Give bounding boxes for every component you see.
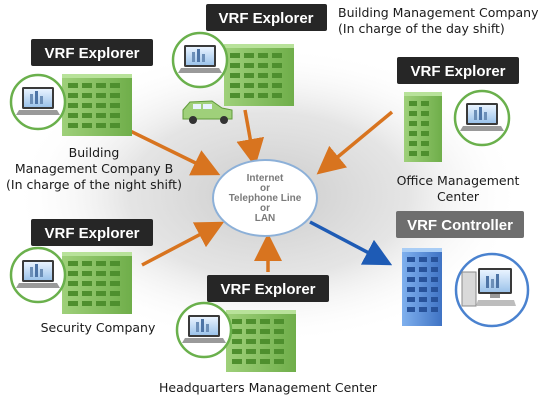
arrow-building-b	[123, 126, 221, 176]
security-laptop-icon	[9, 246, 67, 304]
controller-building-icon	[402, 248, 442, 326]
office-caption-line2: Center	[437, 189, 480, 204]
hub-line-1: Internet	[247, 173, 284, 184]
car-icon	[182, 100, 233, 124]
site-controller: VRF Controller	[396, 211, 530, 328]
controller-badge	[396, 211, 524, 238]
arrow-office	[316, 110, 394, 175]
network-hub: Internet or Telephone Line or LAN	[212, 159, 318, 237]
building-a-caption-line1: Building Management Company A	[338, 5, 540, 20]
headquarters-laptop-icon	[175, 301, 233, 359]
office-caption-line1: Office Management	[397, 173, 520, 188]
building-b-laptop-icon	[9, 73, 67, 131]
site-building-a: VRF Explorer Building Management Company…	[171, 4, 540, 106]
security-caption-line1: Security Company	[41, 320, 156, 335]
headquarters-badge	[207, 275, 329, 302]
site-security: VRF Explorer Security Company	[9, 219, 156, 335]
arrow-security	[141, 221, 225, 267]
building-b-caption-line3: (In charge of the night shift)	[6, 177, 182, 192]
office-badge	[397, 57, 519, 84]
building-b-badge-label: VRF Explorer	[44, 45, 139, 62]
building-b-badge	[31, 39, 153, 66]
hub-line-4: or	[260, 203, 270, 214]
building-b-icon	[62, 74, 132, 136]
hub-ellipse	[212, 159, 318, 237]
security-badge-label: VRF Explorer	[44, 225, 139, 242]
site-headquarters: VRF Explorer Headquarters Management Cen…	[159, 275, 378, 395]
office-badge-label: VRF Explorer	[410, 63, 505, 80]
hub-line-2: or	[260, 183, 270, 194]
controller-badge-label: VRF Controller	[407, 217, 513, 234]
building-a-caption-line2: (In charge of the day shift)	[338, 21, 505, 36]
building-a-laptop-icon	[171, 31, 229, 89]
hub-line-5: LAN	[255, 213, 276, 224]
site-office: VRF Explorer Office Management Center	[397, 57, 520, 204]
headquarters-caption-line1: Headquarters Management Center	[159, 380, 378, 395]
building-b-caption-line1: Building	[69, 145, 120, 160]
headquarters-badge-label: VRF Explorer	[220, 281, 315, 298]
hub-line-3: Telephone Line	[229, 193, 302, 204]
controller-computer-icon	[454, 252, 530, 328]
building-b-caption-line2: Management Company B	[15, 161, 173, 176]
building-a-icon	[224, 44, 294, 106]
arrow-controller	[309, 220, 393, 266]
building-a-badge	[206, 4, 327, 31]
connection-arrows	[123, 109, 394, 272]
headquarters-building-icon	[226, 310, 296, 372]
office-laptop-icon	[453, 89, 511, 147]
arrow-building-a	[236, 109, 265, 167]
security-badge	[31, 219, 153, 246]
office-building-icon	[404, 92, 442, 162]
site-building-b: VRF Explorer Building Management Company…	[6, 39, 182, 192]
security-building-icon	[62, 252, 132, 314]
building-a-badge-label: VRF Explorer	[218, 10, 313, 27]
